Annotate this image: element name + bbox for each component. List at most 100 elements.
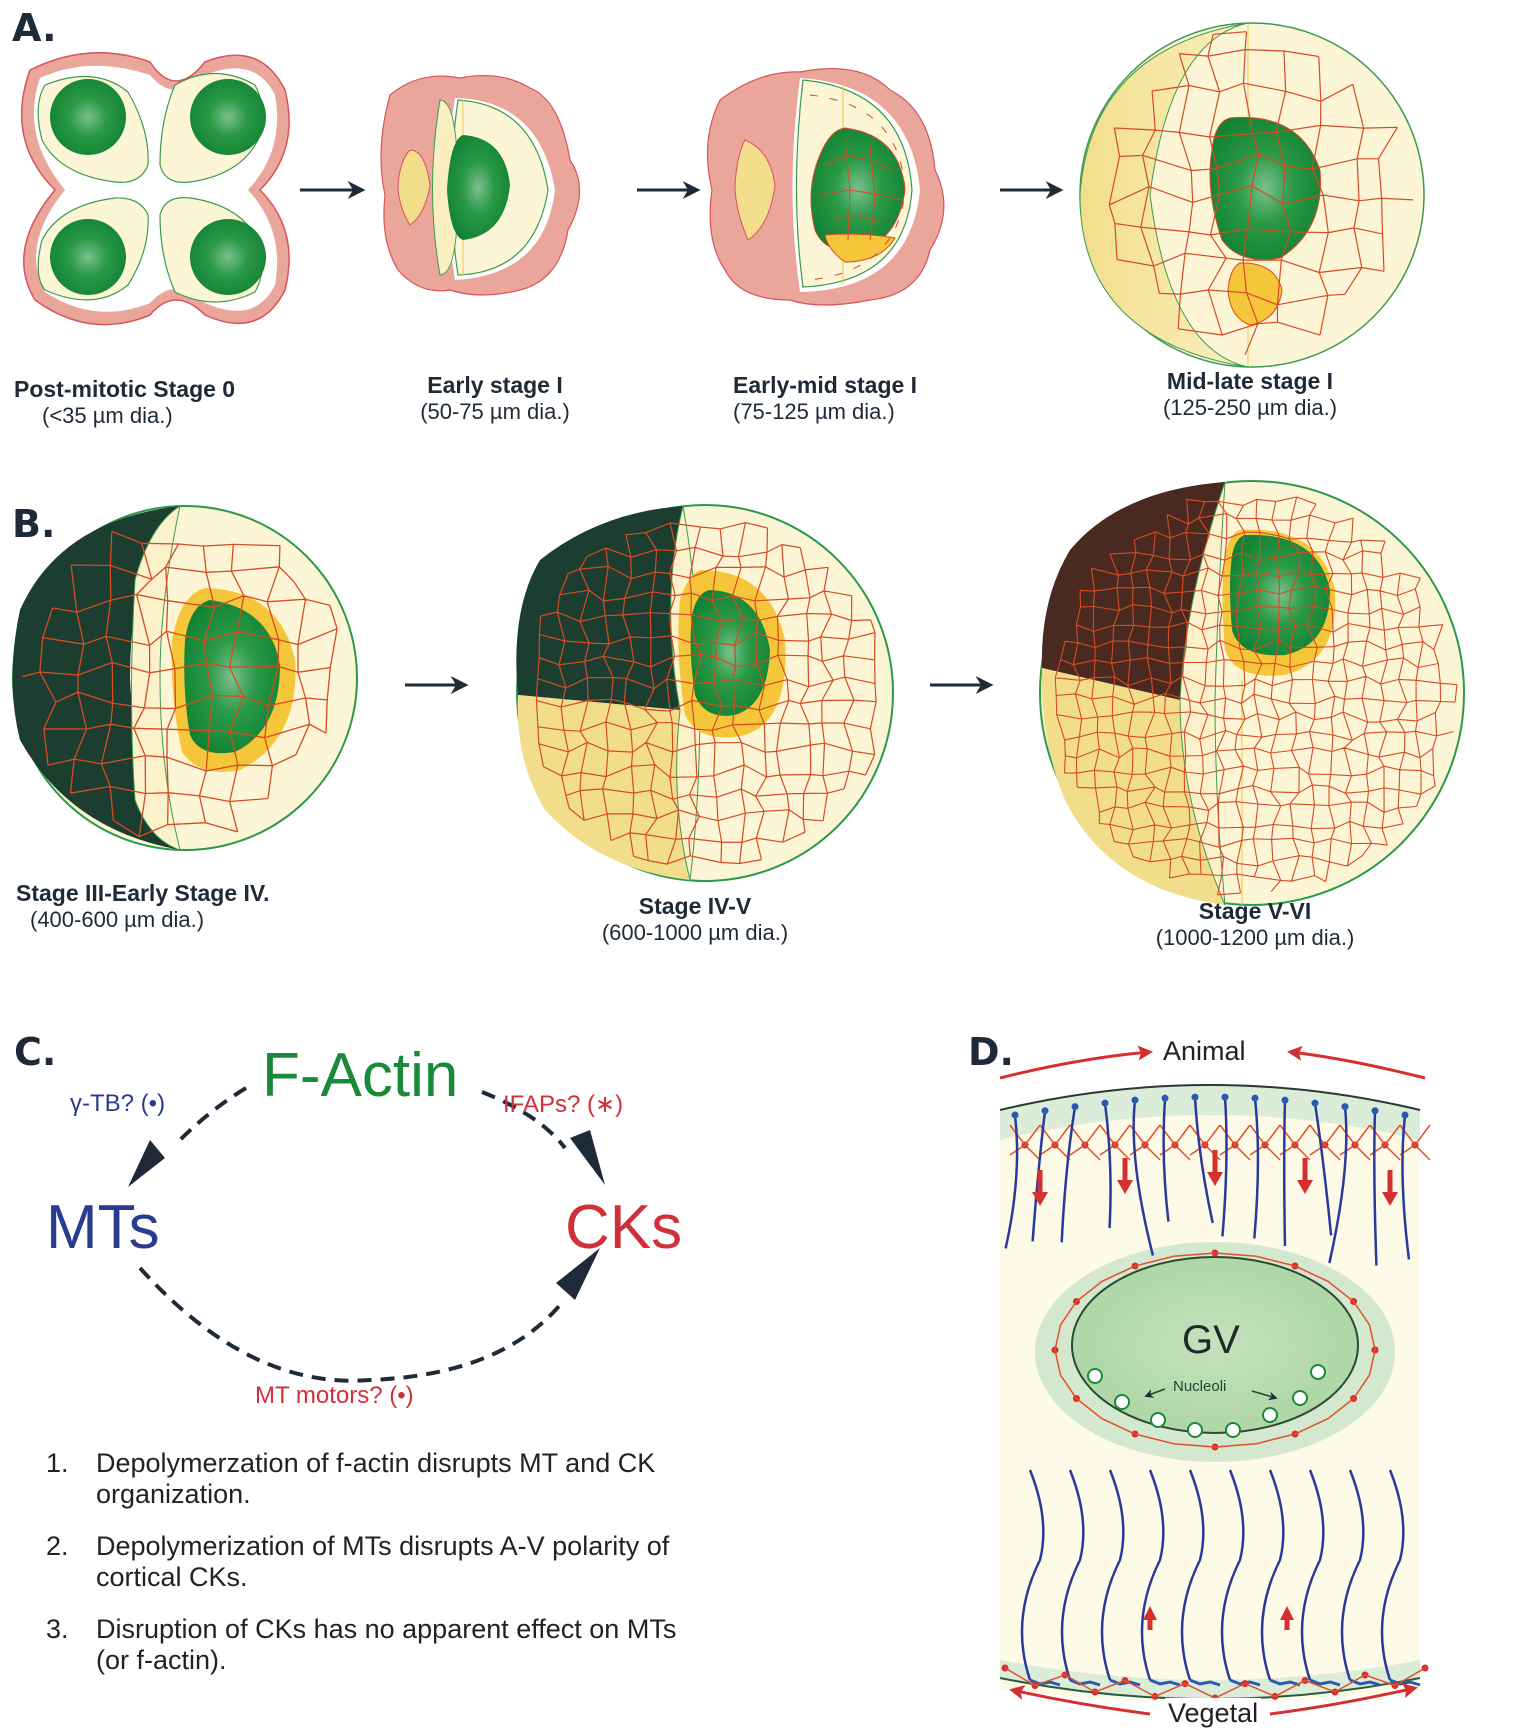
- microtubule: [1060, 1469, 1085, 1681]
- arrow-icon: [1297, 1180, 1313, 1194]
- stage-size: (400-600 µm dia.): [30, 907, 205, 932]
- edge-label-mt-motors: MT motors? (•): [255, 1382, 414, 1409]
- arrow-icon: [1032, 1192, 1048, 1206]
- cytokeratin-network: [535, 522, 877, 865]
- arrow-icon: [1280, 1606, 1294, 1620]
- microtubule: [1328, 1106, 1348, 1264]
- vegetal-arrow-left: [1009, 1685, 1151, 1716]
- nucleolus: [1262, 1407, 1278, 1423]
- microtubule: [1103, 1102, 1112, 1229]
- network-lines: [1108, 31, 1414, 356]
- microtubule: [1380, 1469, 1405, 1681]
- microtubule: [1300, 1469, 1325, 1681]
- mt-cortical-segment: [1189, 1678, 1221, 1687]
- vegetal-cortex: [1000, 1660, 1420, 1699]
- arrowhead-icon: [570, 1130, 605, 1185]
- mt-end: [1251, 1094, 1259, 1102]
- mt-cortical-segment: [1269, 1678, 1301, 1687]
- stage-label-b0: Stage III-Early Stage IV. (400-600 µm di…: [16, 880, 270, 933]
- mt-cortical-segment: [1309, 1678, 1341, 1687]
- stage-title: Stage IV-V: [638, 893, 752, 919]
- stage-title: Mid-late stage I: [1166, 368, 1334, 394]
- mt-end: [1071, 1103, 1079, 1111]
- arrow-icon: [1207, 1172, 1223, 1186]
- panel-d-letter: D.: [968, 1030, 1014, 1074]
- stage-title: Early-mid stage I: [733, 372, 918, 398]
- arrow-icon: [1143, 1606, 1157, 1620]
- microtubule: [1373, 1110, 1378, 1266]
- stage-v-vi-oocyte: [1039, 480, 1465, 906]
- perinuclear-ck-ring: [1054, 1252, 1376, 1448]
- microtubule: [1221, 1097, 1228, 1237]
- microtubule: [1260, 1469, 1285, 1681]
- nucleolus: [1225, 1422, 1241, 1438]
- node-factin: F-Actin: [262, 1041, 459, 1110]
- nucleus: [190, 79, 266, 155]
- nucleolus: [1292, 1390, 1308, 1406]
- cytokeratin-network: [1054, 496, 1458, 896]
- arrowhead-icon: [128, 1140, 165, 1187]
- microtubule: [1004, 1114, 1019, 1249]
- nucleus: [50, 79, 126, 155]
- cytokeratin-network: [22, 530, 338, 838]
- finding-text: Disruption of CKs has no apparent effect…: [96, 1614, 677, 1675]
- mid-late-stage-i-oocyte: [1079, 22, 1425, 368]
- stage-iii-oocyte: [12, 504, 358, 851]
- microtubule: [1060, 1106, 1077, 1243]
- cytokeratin-network: [1108, 31, 1414, 356]
- nucleolus: [1114, 1394, 1130, 1410]
- edge-factin-to-cks: [481, 1090, 567, 1150]
- node-cks: CKs: [565, 1193, 683, 1262]
- mt-end: [1101, 1099, 1109, 1107]
- finding-item: 2. Depolymerization of MTs disrupts A-V …: [46, 1531, 706, 1593]
- microtubule: [1140, 1469, 1165, 1681]
- mt-end: [1161, 1094, 1169, 1102]
- nucleolus: [1150, 1412, 1166, 1428]
- nucleoli-label: Nucleoli: [1173, 1378, 1227, 1395]
- stage-size: (50-75 µm dia.): [420, 399, 570, 424]
- stage-title: Stage III-Early Stage IV.: [16, 880, 270, 906]
- stage-label-b2: Stage V-VI (1000-1200 µm dia.): [1120, 898, 1390, 951]
- microtubule: [1180, 1469, 1205, 1681]
- edge-mts-to-cks: [138, 1266, 562, 1383]
- germinal-vesicle: [1071, 1256, 1359, 1434]
- vegetal-label: Vegetal: [1165, 1698, 1262, 1729]
- findings-list: 1. Depolymerzation of f-actin disrupts M…: [46, 1448, 706, 1697]
- animal-arrow-left: [999, 1045, 1153, 1080]
- stage-size: (1000-1200 µm dia.): [1155, 925, 1355, 950]
- finding-item: 1. Depolymerzation of f-actin disrupts M…: [46, 1448, 706, 1510]
- network-lines: [1054, 496, 1458, 896]
- stage-size: (75-125 µm dia.): [733, 399, 895, 424]
- gv-label: GV: [1182, 1318, 1240, 1362]
- mt-end: [1371, 1107, 1379, 1115]
- stage-size: (600-1000 µm dia.): [601, 920, 789, 945]
- mt-end: [1011, 1111, 1019, 1119]
- stage-size: (125-250 µm dia.): [1162, 395, 1338, 420]
- finding-number: 3.: [46, 1614, 69, 1644]
- arrow-icon: [1382, 1192, 1398, 1206]
- microtubule: [1401, 1114, 1411, 1260]
- early-stage-i-oocyte: [380, 74, 581, 296]
- mt-end: [1221, 1093, 1229, 1101]
- animal-cortex: [1000, 1085, 1420, 1140]
- mt-end: [1341, 1103, 1349, 1111]
- stage-size: (<35 µm dia.): [42, 403, 173, 428]
- nucleolus: [1087, 1368, 1103, 1384]
- microtubule: [1020, 1469, 1045, 1681]
- microtubule: [1220, 1469, 1245, 1681]
- microtubule: [1100, 1469, 1125, 1681]
- mt-ck-network: [1001, 1093, 1431, 1702]
- nucleoli-group: [1087, 1364, 1326, 1438]
- finding-text: Depolymerization of MTs disrupts A-V pol…: [96, 1531, 670, 1592]
- stage-label-3: Mid-late stage I (125-250 µm dia.): [1140, 368, 1360, 421]
- animal-label: Animal: [1163, 1036, 1246, 1066]
- microtubule: [1132, 1100, 1155, 1256]
- mt-cortical-segment: [1349, 1678, 1381, 1687]
- stage-title: Stage V-VI: [1198, 898, 1312, 924]
- nucleus: [190, 219, 266, 295]
- animal-arrow-right: [1287, 1045, 1426, 1080]
- ck-cortical-network: [1009, 1124, 1431, 1161]
- mt-cortical-segment: [1029, 1678, 1061, 1687]
- network-lines: [535, 522, 877, 865]
